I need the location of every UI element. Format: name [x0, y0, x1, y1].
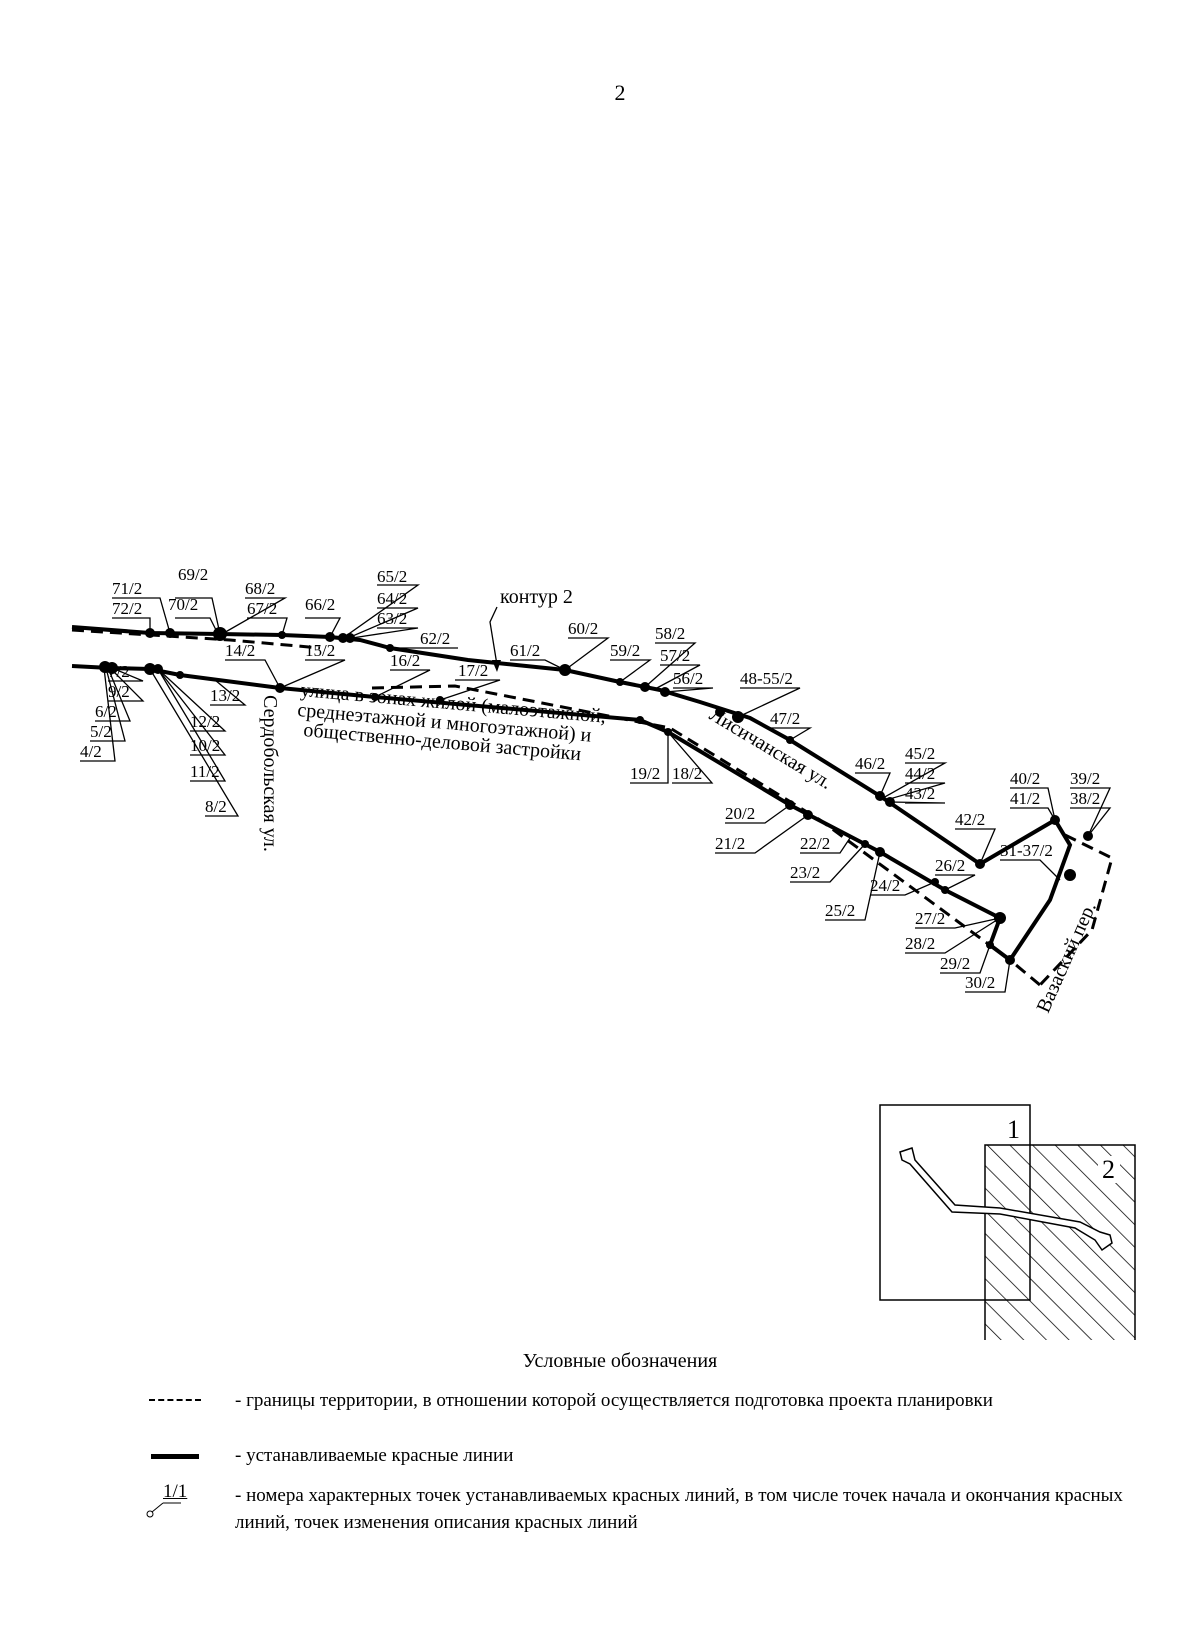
point-label: 66/2 [305, 595, 335, 614]
point-label: 43/2 [905, 784, 935, 803]
zone-label: улица в зонах жилой (малоэтажной, средне… [297, 679, 607, 765]
point-label: 13/2 [210, 686, 240, 705]
contour-label: контур 2 [500, 586, 573, 608]
point-label: 21/2 [715, 834, 745, 853]
dashed-line-symbol [135, 1387, 201, 1427]
point-label: 22/2 [800, 834, 830, 853]
point-label: 16/2 [390, 651, 420, 670]
inset-label-2: 2 [1102, 1155, 1115, 1184]
point-label: 23/2 [790, 863, 820, 882]
point-label: 64/2 [377, 589, 407, 608]
point-label: 29/2 [940, 954, 970, 973]
point-labels: 71/2 72/2 69/2 70/2 68/2 67/2 66/2 65/2 … [80, 565, 1100, 992]
point-number-symbol-text: 1/1 [163, 1481, 188, 1502]
point-label: 58/2 [655, 624, 685, 643]
point-label: 48-55/2 [740, 669, 793, 688]
point-label: 17/2 [458, 661, 488, 680]
point-label: 62/2 [420, 629, 450, 648]
point-label: 14/2 [225, 641, 255, 660]
contour-arrow [492, 660, 501, 672]
point-label: 24/2 [870, 876, 900, 895]
point-label: 40/2 [1010, 769, 1040, 788]
point-label: 69/2 [178, 565, 208, 584]
point-label: 20/2 [725, 804, 755, 823]
point-label: 68/2 [245, 579, 275, 598]
point-label: 10/2 [190, 736, 220, 755]
legend-title: Условные обозначения [522, 1350, 718, 1372]
leader-lines [80, 584, 1112, 993]
point-label: 57/2 [660, 646, 690, 665]
inset-key-map: 1 2 [879, 1104, 1136, 1340]
point-label: 63/2 [377, 609, 407, 628]
inset-route [899, 1147, 1113, 1252]
point-label: 18/2 [672, 764, 702, 783]
point-label: 47/2 [770, 709, 800, 728]
point-label: 59/2 [610, 641, 640, 660]
point-label: 5/2 [90, 722, 112, 741]
point-label: 30/2 [965, 973, 995, 992]
point-label: 26/2 [935, 856, 965, 875]
point-label: 65/2 [377, 567, 407, 586]
point-label: 11/2 [190, 762, 220, 781]
point-label: 6/2 [95, 702, 117, 721]
point-label: 27/2 [915, 909, 945, 928]
point-label: 12/2 [190, 712, 220, 731]
point-label: 39/2 [1070, 769, 1100, 788]
point-label: 25/2 [825, 901, 855, 920]
point-label: 67/2 [247, 599, 277, 618]
point-label: 56/2 [673, 669, 703, 688]
point-label: 38/2 [1070, 789, 1100, 808]
point-label: 44/2 [905, 764, 935, 783]
point-label: 46/2 [855, 754, 885, 773]
point-label: 4/2 [80, 742, 102, 761]
point-label: 19/2 [630, 764, 660, 783]
point-label: 31-37/2 [1000, 841, 1053, 860]
solid-line-symbol [135, 1442, 199, 1482]
legend-text: - границы территории, в отношении которо… [235, 1390, 993, 1411]
red-line-north [71, 625, 1073, 962]
point-label: 61/2 [510, 641, 540, 660]
point-label: 70/2 [168, 595, 198, 614]
territory-boundary [71, 628, 1114, 987]
point-label: 71/2 [112, 579, 142, 598]
point-label: 41/2 [1010, 789, 1040, 808]
inset-label-1: 1 [1007, 1115, 1020, 1144]
point-label: 45/2 [905, 744, 935, 763]
legend-text: - номера характерных точек устанавливаем… [235, 1485, 1123, 1533]
point-number-symbol: 1/1 [135, 1481, 195, 1522]
point-label: 72/2 [112, 599, 142, 618]
page-number: 2 [614, 80, 626, 105]
legend-text: - устанавливаемые красные линии [235, 1445, 514, 1466]
point-label: 9/2 [108, 682, 130, 701]
point-label: 8/2 [205, 797, 227, 816]
point-label: 60/2 [568, 619, 598, 638]
point-label: 7/2 [108, 662, 130, 681]
point-label: 42/2 [955, 810, 985, 829]
street-label-vazaskiy: Вазаский пер. [1032, 899, 1100, 1016]
point-label: 28/2 [905, 934, 935, 953]
point-label: 15/2 [305, 641, 335, 660]
street-label-serdobolskaya: Сердобольская ул. [259, 695, 281, 852]
sheet-1-frame [879, 1104, 1031, 1301]
red-lines-map: 71/2 72/2 69/2 70/2 68/2 67/2 66/2 65/2 … [71, 565, 1136, 1340]
